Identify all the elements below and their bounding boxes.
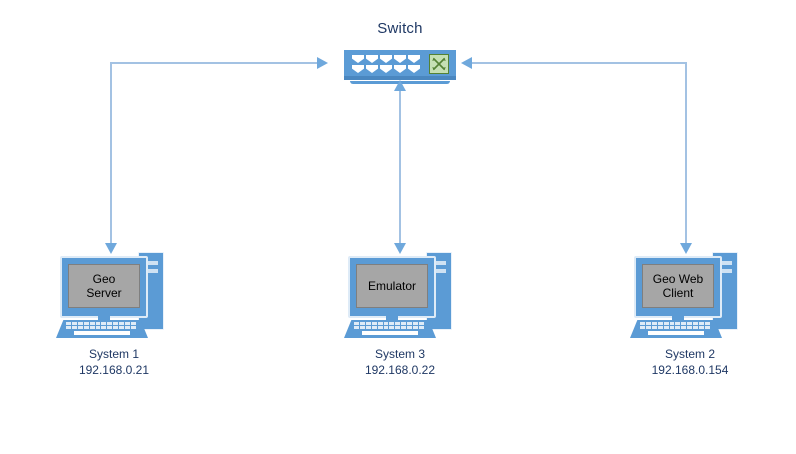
port-icon — [394, 55, 406, 63]
port-icon — [394, 65, 406, 73]
switch-label: Switch — [377, 20, 423, 37]
port-icon — [408, 55, 420, 63]
connector-switch-system3-vertical — [399, 88, 401, 244]
keyboard-spacebar — [362, 331, 418, 335]
keyboard-keys — [66, 322, 136, 329]
keyboard-keys — [354, 322, 424, 329]
tower-slot — [145, 261, 158, 265]
arrowhead-into-system1 — [105, 243, 117, 254]
arrowhead-into-switch-left — [317, 57, 328, 69]
arrowhead-into-system3 — [394, 243, 406, 254]
caption-system-3: System 3 192.168.0.22 — [364, 347, 436, 377]
keyboard-spacebar — [648, 331, 704, 335]
port-icon — [352, 65, 364, 73]
connector-switch-system2-horizontal — [472, 62, 687, 64]
port-icon — [352, 55, 364, 63]
tower-slot — [145, 269, 158, 273]
switch-ports — [352, 55, 420, 73]
monitor-stand — [98, 316, 110, 322]
computer-node-system-1[interactable]: Geo Server — [54, 250, 174, 340]
switch-chassis — [344, 50, 456, 76]
port-icon — [408, 65, 420, 73]
screen-label: Geo Server — [68, 264, 140, 308]
arrowhead-into-system2 — [680, 243, 692, 254]
monitor-stand — [386, 316, 398, 322]
monitor-icon: Geo Server — [60, 256, 148, 318]
caption-system-2: System 2 192.168.0.154 — [651, 347, 729, 377]
connector-switch-system1-horizontal — [110, 62, 317, 64]
tower-slot — [719, 261, 732, 265]
monitor-icon: Geo Web Client — [634, 256, 722, 318]
screen-label: Geo Web Client — [642, 264, 714, 308]
tower-slot — [433, 261, 446, 265]
port-icon — [366, 55, 378, 63]
crossing-arrows-icon — [429, 54, 449, 74]
computer-node-system-3[interactable]: Emulator — [342, 250, 462, 340]
computer-node-system-2[interactable]: Geo Web Client — [628, 250, 748, 340]
tower-slot — [719, 269, 732, 273]
connector-switch-system2-vertical — [685, 62, 687, 244]
switch-node[interactable] — [344, 50, 456, 92]
switch-base-strip — [344, 76, 456, 80]
port-icon — [380, 65, 392, 73]
monitor-icon: Emulator — [348, 256, 436, 318]
keyboard-spacebar — [74, 331, 130, 335]
arrowhead-into-switch-right — [461, 57, 472, 69]
monitor-stand — [672, 316, 684, 322]
screen-label: Emulator — [356, 264, 428, 308]
port-icon — [380, 55, 392, 63]
caption-system-1: System 1 192.168.0.21 — [78, 347, 150, 377]
port-icon — [366, 65, 378, 73]
tower-slot — [433, 269, 446, 273]
arrowhead-into-switch-bottom — [394, 80, 406, 91]
keyboard-keys — [640, 322, 710, 329]
connector-switch-system1-vertical — [110, 62, 112, 244]
